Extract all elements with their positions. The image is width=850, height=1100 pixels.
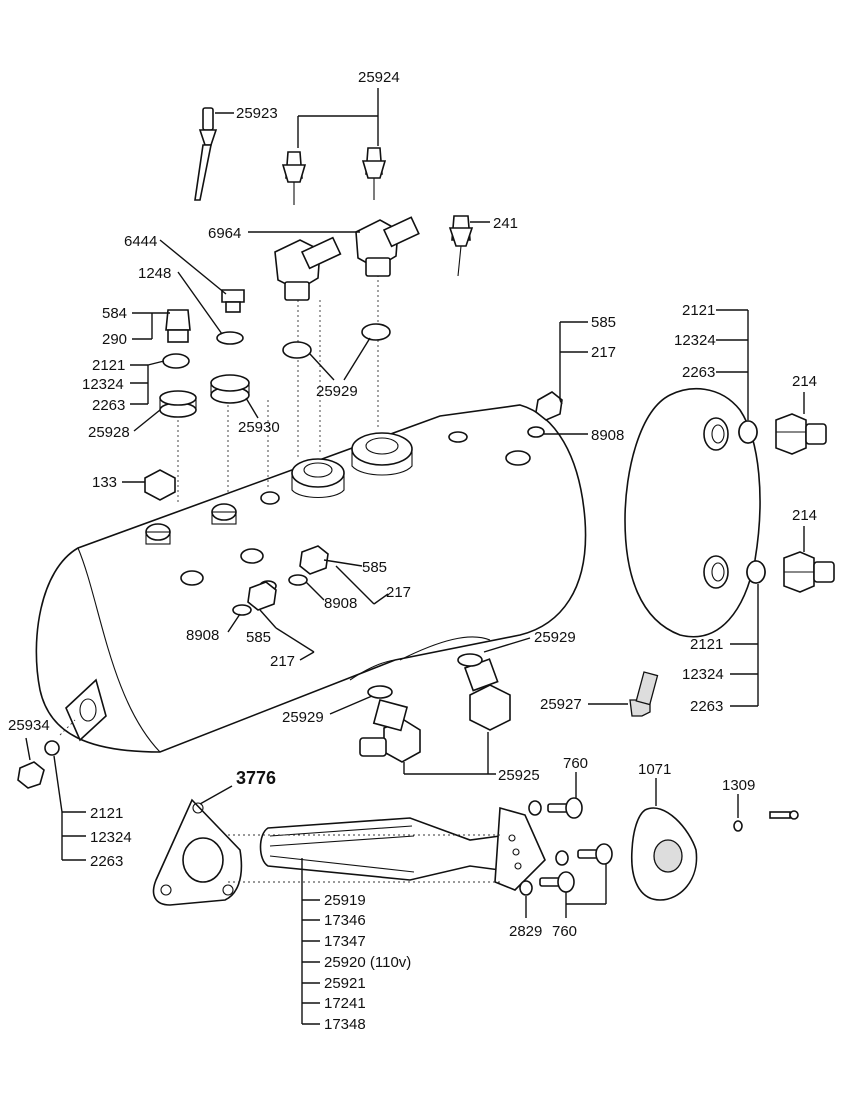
- label-25934: 25934: [8, 717, 50, 734]
- label-25928: 25928: [88, 424, 130, 441]
- part-labels: 25924 25923 241 6964 6444 1248 584 290 2…: [8, 69, 817, 1033]
- label-214: 214: [792, 373, 817, 390]
- elbow-25927: [629, 671, 659, 717]
- plug-133: [144, 469, 176, 501]
- label-12324: 12324: [682, 666, 724, 683]
- label-241: 241: [493, 215, 518, 232]
- tank-end-cap: [624, 387, 766, 638]
- label-25924: 25924: [358, 69, 400, 86]
- label-8908: 8908: [324, 595, 357, 612]
- screws-760: [539, 797, 613, 893]
- leader-lines: [25, 88, 805, 1025]
- label-12324: 12324: [90, 829, 132, 846]
- fitting-214-top: [775, 413, 827, 455]
- label-2829: 2829: [509, 923, 542, 940]
- probe-25923: [194, 107, 218, 201]
- label-2121: 2121: [92, 357, 125, 374]
- gaskets-25929-bottom: [367, 653, 483, 699]
- sleeve-25930: [210, 374, 250, 404]
- label-25929: 25929: [282, 709, 324, 726]
- label-760: 760: [552, 923, 577, 940]
- label-2263: 2263: [90, 853, 123, 870]
- valve-25934: [17, 740, 60, 789]
- valve-6444: [221, 289, 245, 313]
- label-2263: 2263: [92, 397, 125, 414]
- label-217: 217: [386, 584, 411, 601]
- label-12324: 12324: [82, 376, 124, 393]
- cover-1071: [630, 807, 698, 901]
- label-2121: 2121: [90, 805, 123, 822]
- tank-flange: [65, 678, 107, 742]
- label-217: 217: [591, 344, 616, 361]
- washers-2829: [519, 800, 569, 896]
- elbow-fitting-6964-right: [355, 216, 420, 277]
- label-17347: 17347: [324, 933, 366, 950]
- valve-584: [165, 309, 191, 343]
- label-217: 217: [270, 653, 295, 670]
- label-25920-110v: 25920 (110v): [324, 954, 411, 971]
- label-25929: 25929: [534, 629, 576, 646]
- heating-element: [259, 806, 546, 891]
- gaskets-2121-end: [738, 420, 766, 584]
- sleeve-25928: [159, 390, 197, 418]
- gaskets-8908: [232, 574, 308, 616]
- label-25930: 25930: [238, 419, 280, 436]
- label-214: 214: [792, 507, 817, 524]
- screw-1309: [733, 810, 799, 832]
- label-6964: 6964: [208, 225, 241, 242]
- sensor-241: [448, 215, 474, 277]
- label-25921: 25921: [324, 975, 366, 992]
- label-3776: 3776: [236, 768, 276, 788]
- label-585: 585: [246, 629, 271, 646]
- elbow-25925: [359, 658, 511, 763]
- label-17241: 17241: [324, 995, 366, 1012]
- label-25925: 25925: [498, 767, 540, 784]
- valve-585-tank-left: [247, 581, 277, 611]
- flange-gasket-3776: [152, 798, 243, 906]
- gasket-2121-upper: [162, 353, 190, 369]
- tank-bosses: [145, 431, 531, 592]
- label-25929: 25929: [316, 383, 358, 400]
- label-760: 760: [563, 755, 588, 772]
- label-25919: 25919: [324, 892, 366, 909]
- label-133: 133: [92, 474, 117, 491]
- gasket-1248: [216, 331, 244, 345]
- label-25923: 25923: [236, 105, 278, 122]
- label-290: 290: [102, 331, 127, 348]
- valve-585-tank-right: [299, 545, 329, 575]
- valve-585-top-right: [527, 391, 563, 438]
- label-2121: 2121: [682, 302, 715, 319]
- label-584: 584: [102, 305, 127, 322]
- label-585: 585: [362, 559, 387, 576]
- label-25927: 25927: [540, 696, 582, 713]
- label-2263: 2263: [682, 364, 715, 381]
- label-12324: 12324: [674, 332, 716, 349]
- fitting-214-bottom: [783, 551, 835, 593]
- label-6444: 6444: [124, 233, 157, 250]
- sensor-25924-right: [361, 147, 387, 200]
- label-585: 585: [591, 314, 616, 331]
- boiler-tank: [35, 404, 587, 753]
- label-17348: 17348: [324, 1016, 366, 1033]
- label-8908: 8908: [186, 627, 219, 644]
- gaskets-25929-top: [282, 323, 391, 359]
- label-1248: 1248: [138, 265, 171, 282]
- sensor-25924-left: [281, 151, 307, 205]
- elbow-fitting-6964-left: [274, 236, 342, 301]
- label-8908: 8908: [591, 427, 624, 444]
- label-17346: 17346: [324, 912, 366, 929]
- label-1309: 1309: [722, 777, 755, 794]
- assembly-guide-lines: [59, 270, 500, 883]
- label-2121: 2121: [690, 636, 723, 653]
- label-1071: 1071: [638, 761, 671, 778]
- label-2263: 2263: [690, 698, 723, 715]
